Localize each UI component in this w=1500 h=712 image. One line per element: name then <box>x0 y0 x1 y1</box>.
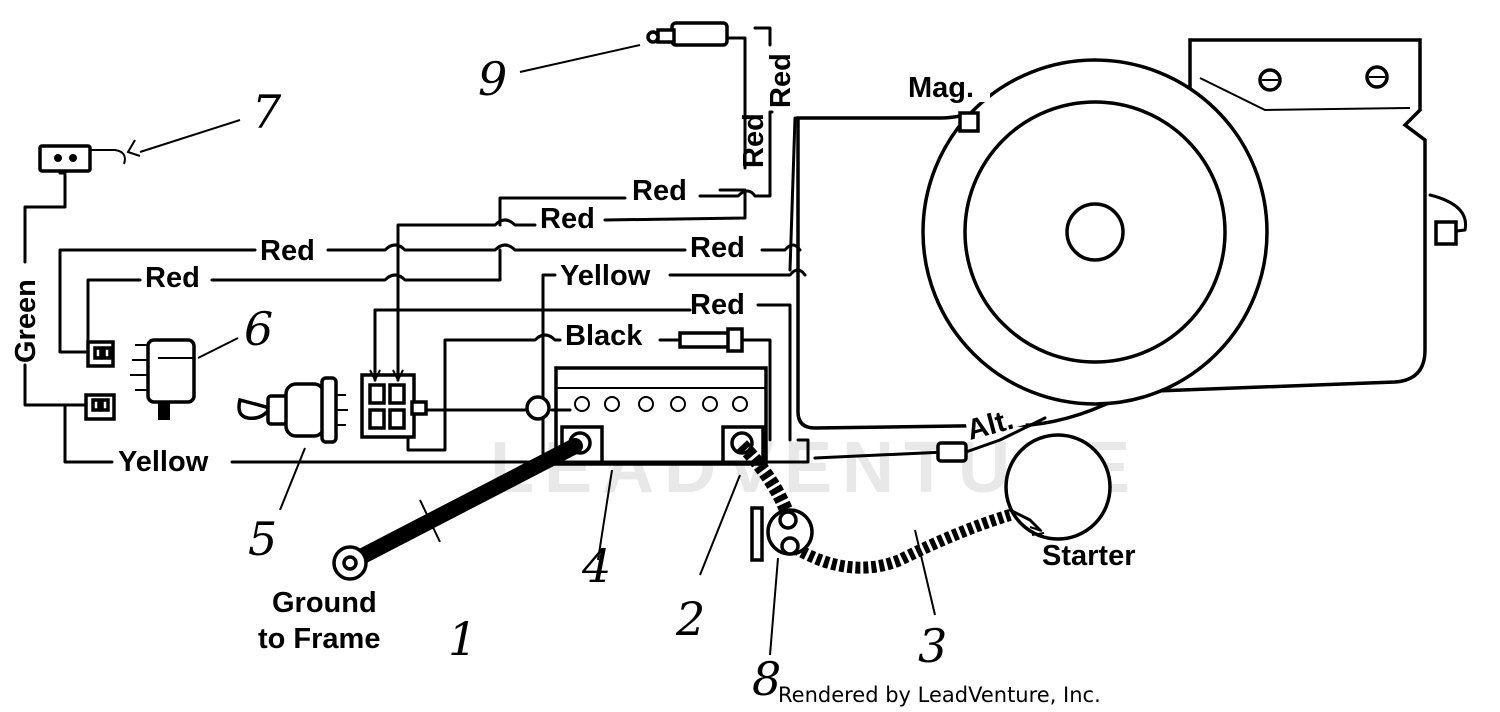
starter-cable <box>791 509 1012 574</box>
callout-3: 3 <box>918 619 947 673</box>
pto-switch <box>84 340 116 421</box>
engine <box>796 38 1468 430</box>
ground-cable <box>332 438 583 581</box>
starter-motor <box>1004 433 1112 541</box>
callout-numbers: 1 2 3 4 5 6 7 8 9 <box>244 52 947 706</box>
label-ground-line2: to Frame <box>258 623 380 655</box>
callout-8: 8 <box>752 652 781 706</box>
callout-leaders <box>126 44 936 656</box>
label-red-1: Red <box>632 175 687 207</box>
callout-4: 4 <box>581 539 611 593</box>
callout-5: 5 <box>248 512 277 566</box>
callout-1: 1 <box>448 612 477 666</box>
seat-switch <box>38 144 126 175</box>
label-magneto: Mag. <box>908 72 974 104</box>
callout-2: 2 <box>675 592 705 646</box>
label-green: Green <box>10 279 42 363</box>
label-red-3: Red <box>690 232 745 264</box>
starter-solenoid <box>750 506 814 562</box>
ignition-switch <box>237 376 348 444</box>
label-red-top-vertical: Red <box>765 53 797 108</box>
alternator-connector <box>936 441 968 463</box>
wire-green <box>23 173 87 407</box>
wire-mag <box>788 116 797 272</box>
label-red-vertical-2: Red <box>738 113 770 168</box>
module-6 <box>130 338 196 420</box>
magneto-terminal <box>958 111 980 133</box>
wire-labels: Red Red Red Red Red Red Red Yellow Red B… <box>10 53 797 478</box>
label-ground-line1: Ground <box>272 587 377 619</box>
crankshaft-hub <box>1065 202 1125 262</box>
wire-red-2 <box>498 110 774 227</box>
label-red-2: Red <box>540 203 595 235</box>
component-labels: Mag. Alt. Starter Ground to Frame <box>258 68 1136 655</box>
wire-red-vertical-2 <box>753 26 772 47</box>
label-red-lower: Red <box>690 289 745 321</box>
battery-cable <box>736 440 795 518</box>
credit-text: Rendered by LeadVenture, Inc. <box>778 683 1101 707</box>
wire-red-vertical <box>723 36 747 170</box>
wire-red-1 <box>396 188 747 312</box>
circuit-breaker <box>525 395 551 421</box>
callout-7: 7 <box>252 85 282 139</box>
interlock-switch <box>646 21 729 47</box>
battery <box>554 366 768 466</box>
label-black: Black <box>565 320 643 352</box>
callout-6: 6 <box>244 302 273 356</box>
label-red-left: Red <box>260 235 315 267</box>
callout-9: 9 <box>478 52 507 106</box>
label-yellow-bottom: Yellow <box>118 446 209 478</box>
fuse-holder <box>678 331 732 349</box>
label-red-left-2: Red <box>145 262 200 294</box>
label-yellow-top: Yellow <box>560 260 651 292</box>
label-starter: Starter <box>1042 540 1136 572</box>
relay-block <box>360 308 447 452</box>
